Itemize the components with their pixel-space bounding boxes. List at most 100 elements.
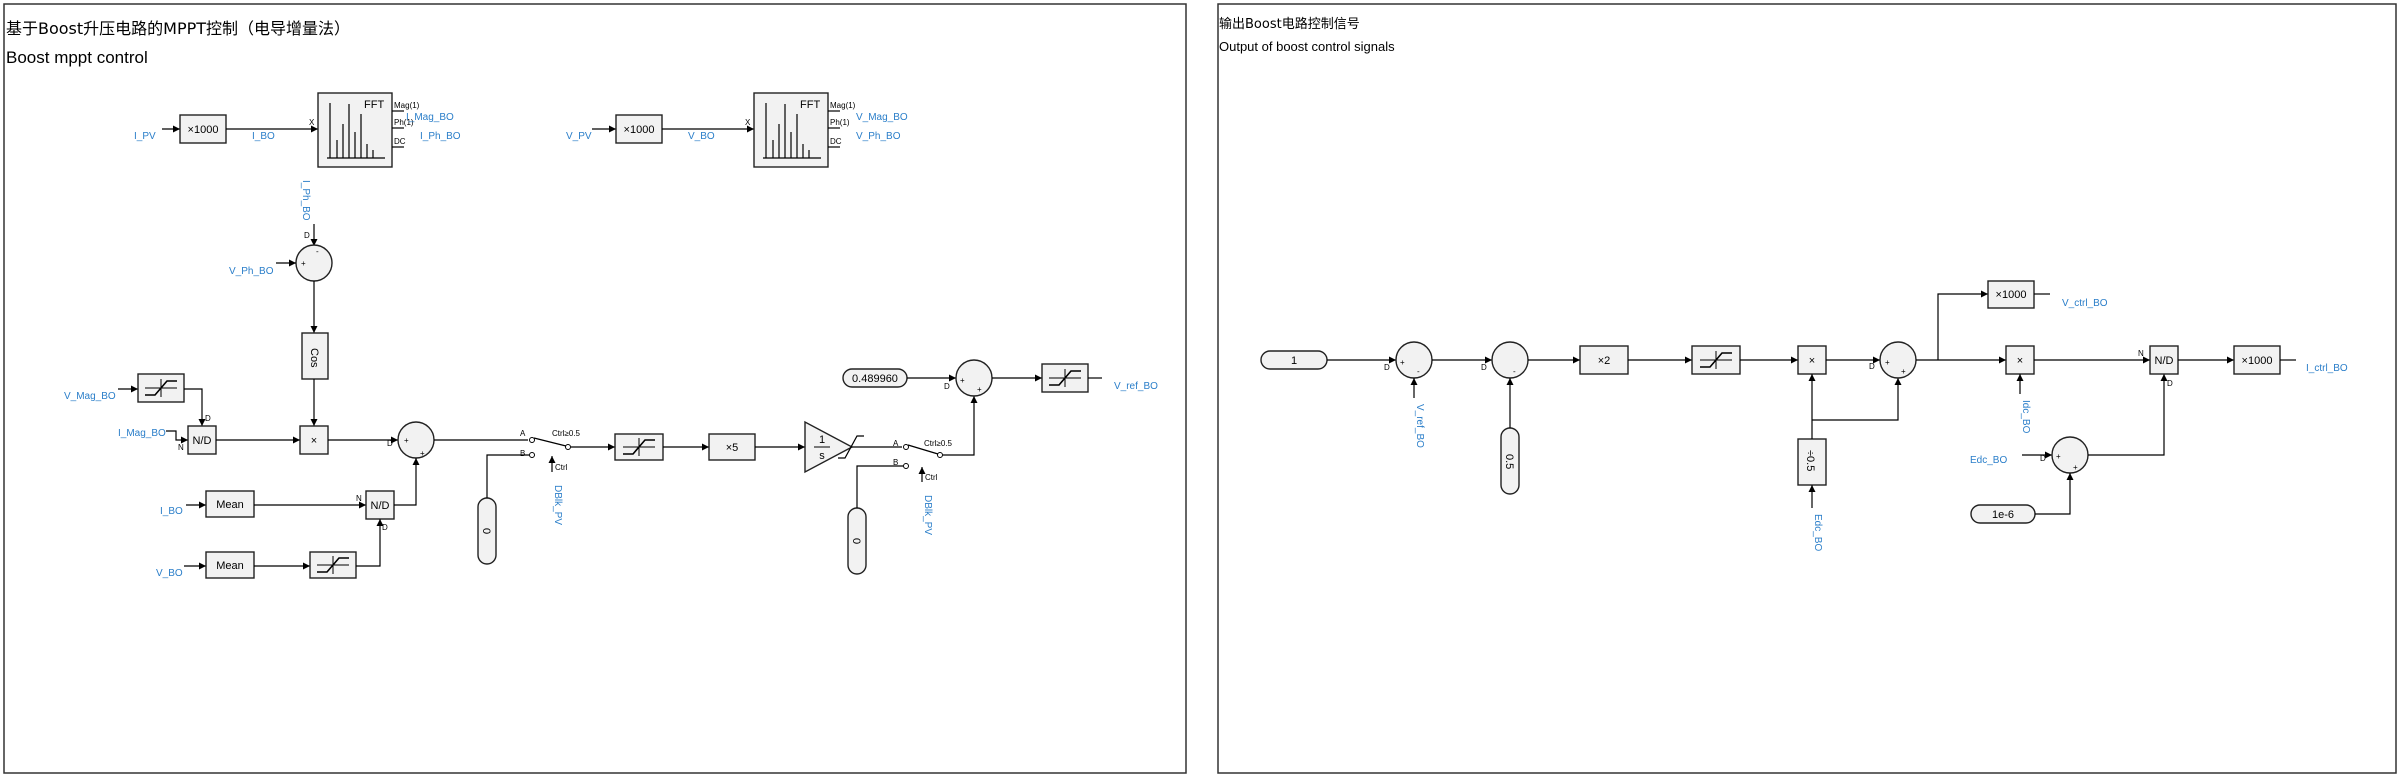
signal-label-v-ref-bo-in[interactable]: V_ref_BO — [1414, 404, 1425, 448]
divide-05-block[interactable] — [1797, 438, 1827, 486]
signal-label-dblk-pv-1[interactable]: DBlk_PV — [552, 485, 563, 525]
port-plus: + — [1400, 358, 1405, 367]
current-fft-chain: I_PV ×1000 I_BO FFT X Mag(1) Ph(1) — [134, 92, 461, 168]
signal-label-v-ph-bo[interactable]: V_Ph_BO — [856, 131, 901, 142]
signal-label-i-mag-bo[interactable]: I_Mag_BO — [406, 112, 454, 123]
port-d: D — [382, 523, 388, 532]
port-ph1: Ph(1) — [394, 118, 414, 127]
switch-2-port-a — [903, 444, 909, 450]
port-plus: + — [2056, 452, 2061, 461]
signal-label-i-ctrl-bo[interactable]: I_ctrl_BO — [2306, 363, 2348, 374]
port-n: N — [356, 494, 362, 503]
switch-1-group: A B Ctrl≥0.5 Ctrl DBlk_PV 0 — [434, 429, 615, 565]
gain-block-5[interactable] — [708, 433, 756, 461]
left-panel: 基于Boost升压电路的MPPT控制（电导增量法） Boost mppt con… — [3, 3, 1187, 774]
port-d: D — [944, 382, 950, 391]
integrator-limit-icon — [838, 435, 864, 459]
signal-label-v-ph-bo-in[interactable]: V_Ph_BO — [229, 266, 274, 277]
switch-1-ctrl: Ctrl — [555, 463, 568, 472]
port-d: D — [387, 439, 393, 448]
gain-block-1000-ictrl[interactable] — [2233, 345, 2281, 375]
switch-2-group: A B Ctrl≥0.5 Ctrl DBlk_PV 0 — [847, 396, 978, 575]
reference-output-group: 0.489960 D + + V_ref_BO — [842, 359, 1158, 397]
signal-label-v-mag-bo[interactable]: V_Mag_BO — [856, 112, 908, 123]
signal-label-edc-bo-1[interactable]: Edc_BO — [1812, 514, 1823, 551]
signal-label-i-ph-bo-in[interactable]: I_Ph_BO — [300, 180, 311, 221]
nd-block-label: N/D — [193, 435, 212, 447]
port-d: D — [2040, 454, 2046, 463]
multiplier-block-label: × — [2017, 355, 2023, 367]
signal-label-v-mag-bo-in[interactable]: V_Mag_BO — [64, 391, 116, 402]
mean-block-current[interactable] — [205, 490, 255, 518]
port-b: B — [893, 458, 898, 467]
port-plus: + — [1901, 367, 1906, 376]
nd-divider-block-1[interactable] — [187, 425, 217, 455]
sum-junction-r2[interactable] — [1491, 341, 1529, 379]
gain-block-1000-vctrl[interactable] — [1987, 280, 2035, 309]
signal-label-i-mag-bo-in[interactable]: I_Mag_BO — [118, 428, 166, 439]
signal-label-idc-bo[interactable]: Idc_BO — [2020, 400, 2031, 434]
port-d: D — [304, 231, 310, 240]
multiplier-block-r2[interactable] — [2005, 345, 2035, 375]
multiplier-block-label: × — [311, 435, 317, 447]
fft-block-label: FFT — [364, 99, 384, 111]
signal-label-v-pv[interactable]: V_PV — [566, 131, 592, 142]
port-n: N — [2138, 349, 2144, 358]
port-d: D — [205, 414, 211, 423]
constant-1e6-label: 1e-6 — [1992, 509, 2014, 521]
integrator-den: s — [819, 450, 825, 462]
phase-difference-branch: I_Ph_BO D + - V_Ph_BO Cos — [229, 180, 333, 426]
cos-block[interactable] — [301, 332, 329, 380]
port-dc: DC — [394, 137, 406, 146]
port-dc: DC — [830, 137, 842, 146]
switch-2-blade[interactable] — [907, 444, 939, 455]
signal-label-i-ph-bo[interactable]: I_Ph_BO — [420, 131, 461, 142]
port-minus: - — [316, 247, 319, 256]
gain-block-1000-current[interactable] — [179, 114, 227, 144]
gain-block-2-label: ×2 — [1598, 355, 1611, 367]
gain-block-label: ×1000 — [2242, 355, 2273, 367]
constant-05-label: 0.5 — [1503, 454, 1515, 469]
switch-1-port-b — [529, 452, 535, 458]
switch-2-port-b — [903, 463, 909, 469]
port-plus: + — [2073, 463, 2078, 472]
port-mag1: Mag(1) — [830, 101, 856, 110]
signal-label-v-bo[interactable]: V_BO — [688, 131, 715, 142]
constant-0489960-label: 0.489960 — [852, 373, 898, 385]
right-panel-title-zh: 输出Boost电路控制信号 — [1219, 16, 1360, 32]
multiplier-block-label: × — [1809, 355, 1815, 367]
port-plus: + — [404, 436, 409, 445]
gain-block-5-label: ×5 — [726, 442, 739, 454]
mean-block-label: Mean — [216, 560, 244, 572]
switch-1-blade[interactable] — [533, 437, 567, 447]
signal-label-i-pv[interactable]: I_PV — [134, 131, 156, 142]
port-plus: + — [960, 376, 965, 385]
signal-label-i-bo-in[interactable]: I_BO — [160, 506, 183, 517]
port-d: D — [2167, 379, 2173, 388]
signal-label-edc-bo-2[interactable]: Edc_BO — [1970, 455, 2007, 466]
signal-label-v-ctrl-bo[interactable]: V_ctrl_BO — [2062, 298, 2108, 309]
switch-2-ctrl: Ctrl — [925, 473, 938, 482]
switch-1-label: Ctrl≥0.5 — [552, 429, 581, 438]
port-minus: - — [1513, 367, 1516, 376]
port-x: X — [745, 118, 751, 127]
gain-block-2[interactable] — [1579, 345, 1629, 375]
integrator-num: 1 — [819, 434, 825, 446]
port-minus: - — [1417, 367, 1420, 376]
port-b: B — [520, 449, 525, 458]
signal-label-i-bo[interactable]: I_BO — [252, 131, 275, 142]
nd-block-label: N/D — [2155, 355, 2174, 367]
mean-block-voltage[interactable] — [205, 551, 255, 579]
constant-0-label: 0 — [480, 528, 492, 534]
gain-block-label: ×1000 — [188, 124, 219, 136]
signal-label-dblk-pv-2[interactable]: DBlk_PV — [922, 495, 933, 535]
right-panel: 输出Boost电路控制信号 Output of boost control si… — [1217, 3, 2397, 774]
magnitude-ratio-branch: V_Mag_BO I_Mag_BO N/D N D × D + + — [64, 373, 435, 459]
port-d: D — [1384, 363, 1390, 372]
signal-label-v-ref-bo[interactable]: V_ref_BO — [1114, 381, 1158, 392]
cos-block-label: Cos — [308, 348, 320, 368]
voltage-fft-chain: V_PV ×1000 V_BO FFT X Mag(1) Ph(1) — [566, 92, 908, 168]
right-panel-frame — [1217, 3, 2397, 774]
signal-label-v-bo-in[interactable]: V_BO — [156, 568, 183, 579]
multiplier-block-r1[interactable] — [1797, 345, 1827, 375]
